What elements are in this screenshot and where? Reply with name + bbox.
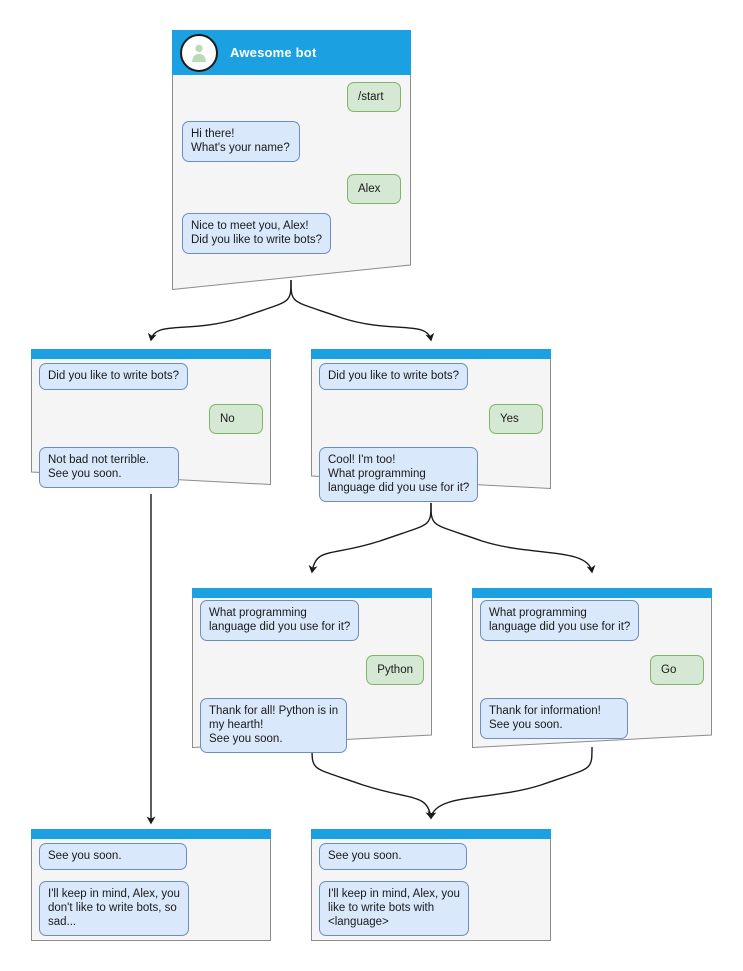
user-message-bubble[interactable]: Yes xyxy=(489,404,543,434)
answer-no-messages: Did you like to write bots? No Not bad n… xyxy=(31,363,271,488)
message-row: No xyxy=(39,404,263,434)
answer-go-messages: What programming language did you use fo… xyxy=(472,600,712,739)
message-row: What programming language did you use fo… xyxy=(200,600,424,641)
edge-yes-to-python xyxy=(308,502,432,574)
message-row: Not bad not terrible. See you soon. xyxy=(39,447,263,488)
bot-message-bubble[interactable]: Cool! I'm too! What programming language… xyxy=(319,447,479,502)
user-message-bubble[interactable]: /start xyxy=(347,82,401,112)
bot-message-bubble[interactable]: Not bad not terrible. See you soon. xyxy=(39,447,179,488)
answer-no-card[interactable]: Did you like to write bots? No Not bad n… xyxy=(31,349,271,488)
message-row: I'll keep in mind, Alex, you like to wri… xyxy=(319,881,543,936)
message-row: See you soon. xyxy=(39,843,263,870)
card-header-bar xyxy=(472,588,712,598)
answer-go-card[interactable]: What programming language did you use fo… xyxy=(472,588,712,748)
bot-message-bubble[interactable]: Nice to meet you, Alex! Did you like to … xyxy=(182,213,332,254)
bot-message-bubble[interactable]: Thank for all! Python is in my hearth! S… xyxy=(200,698,348,753)
user-message-bubble[interactable]: Go xyxy=(650,655,704,685)
answer-python-card-content: What programming language did you use fo… xyxy=(192,588,432,753)
end-no-messages: See you soon. I'll keep in mind, Alex, y… xyxy=(31,843,271,936)
message-row: I'll keep in mind, Alex, you don't like … xyxy=(39,881,263,936)
answer-no-card-content: Did you like to write bots? No Not bad n… xyxy=(31,349,271,488)
end-no-card-content: See you soon. I'll keep in mind, Alex, y… xyxy=(31,829,271,941)
answer-yes-card[interactable]: Did you like to write bots? Yes Cool! I'… xyxy=(311,349,551,502)
card-header-bar xyxy=(311,349,551,359)
bot-message-bubble[interactable]: Thank for information! See you soon. xyxy=(480,698,628,739)
user-message-bubble[interactable]: Alex xyxy=(347,174,401,204)
end-yes-card-content: See you soon. I'll keep in mind, Alex, y… xyxy=(311,829,551,941)
message-row: Did you like to write bots? xyxy=(319,363,543,390)
bot-message-bubble[interactable]: What programming language did you use fo… xyxy=(480,600,640,641)
bot-message-bubble[interactable]: Did you like to write bots? xyxy=(319,363,469,390)
message-row: /start xyxy=(182,82,401,112)
user-message-bubble[interactable]: Python xyxy=(366,655,424,685)
user-message-bubble[interactable]: No xyxy=(209,404,263,434)
person-icon xyxy=(192,44,206,62)
message-row: Python xyxy=(200,655,424,685)
answer-python-messages: What programming language did you use fo… xyxy=(192,600,432,753)
bot-header-bar: Awesome bot xyxy=(172,30,411,75)
message-row: What programming language did you use fo… xyxy=(480,600,704,641)
message-row: Thank for all! Python is in my hearth! S… xyxy=(200,698,424,753)
answer-python-card[interactable]: What programming language did you use fo… xyxy=(192,588,432,753)
bot-message-bubble[interactable]: Did you like to write bots? xyxy=(39,363,189,390)
edge-go-to-end-yes xyxy=(427,746,593,820)
answer-yes-card-content: Did you like to write bots? Yes Cool! I'… xyxy=(311,349,551,502)
bot-message-bubble[interactable]: See you soon. xyxy=(39,843,187,870)
end-yes-card[interactable]: See you soon. I'll keep in mind, Alex, y… xyxy=(311,829,551,941)
card-header-bar xyxy=(192,588,432,598)
edge-yes-to-go xyxy=(430,502,596,574)
message-row: Hi there! What's your name? xyxy=(182,121,401,162)
answer-go-card-content: What programming language did you use fo… xyxy=(472,588,712,748)
card-header-bar xyxy=(31,349,271,359)
bot-name-label: Awesome bot xyxy=(230,45,317,60)
card-header-bar xyxy=(311,829,551,839)
start-card-content: Awesome bot /start Hi there! What's your… xyxy=(172,30,411,290)
answer-yes-messages: Did you like to write bots? Yes Cool! I'… xyxy=(311,363,551,502)
message-row: Go xyxy=(480,655,704,685)
bot-message-bubble[interactable]: Hi there! What's your name? xyxy=(182,121,300,162)
message-row: Did you like to write bots? xyxy=(39,363,263,390)
bot-message-bubble[interactable]: I'll keep in mind, Alex, you like to wri… xyxy=(319,881,469,936)
message-row: Nice to meet you, Alex! Did you like to … xyxy=(182,213,401,254)
avatar xyxy=(180,33,218,72)
message-row: Alex xyxy=(182,174,401,204)
bot-message-bubble[interactable]: See you soon. xyxy=(319,843,467,870)
edge-python-to-end-yes xyxy=(311,746,435,820)
message-row: Thank for information! See you soon. xyxy=(480,698,704,739)
bot-message-bubble[interactable]: I'll keep in mind, Alex, you don't like … xyxy=(39,881,189,936)
message-row: See you soon. xyxy=(319,843,543,870)
bot-message-bubble[interactable]: What programming language did you use fo… xyxy=(200,600,360,641)
start-card[interactable]: Awesome bot /start Hi there! What's your… xyxy=(172,30,411,290)
message-row: Cool! I'm too! What programming language… xyxy=(319,447,543,502)
end-yes-messages: See you soon. I'll keep in mind, Alex, y… xyxy=(311,843,551,936)
message-row: Yes xyxy=(319,404,543,434)
card-header-bar xyxy=(31,829,271,839)
end-no-card[interactable]: See you soon. I'll keep in mind, Alex, y… xyxy=(31,829,271,941)
start-card-messages: /start Hi there! What's your name? Alex … xyxy=(172,82,411,254)
